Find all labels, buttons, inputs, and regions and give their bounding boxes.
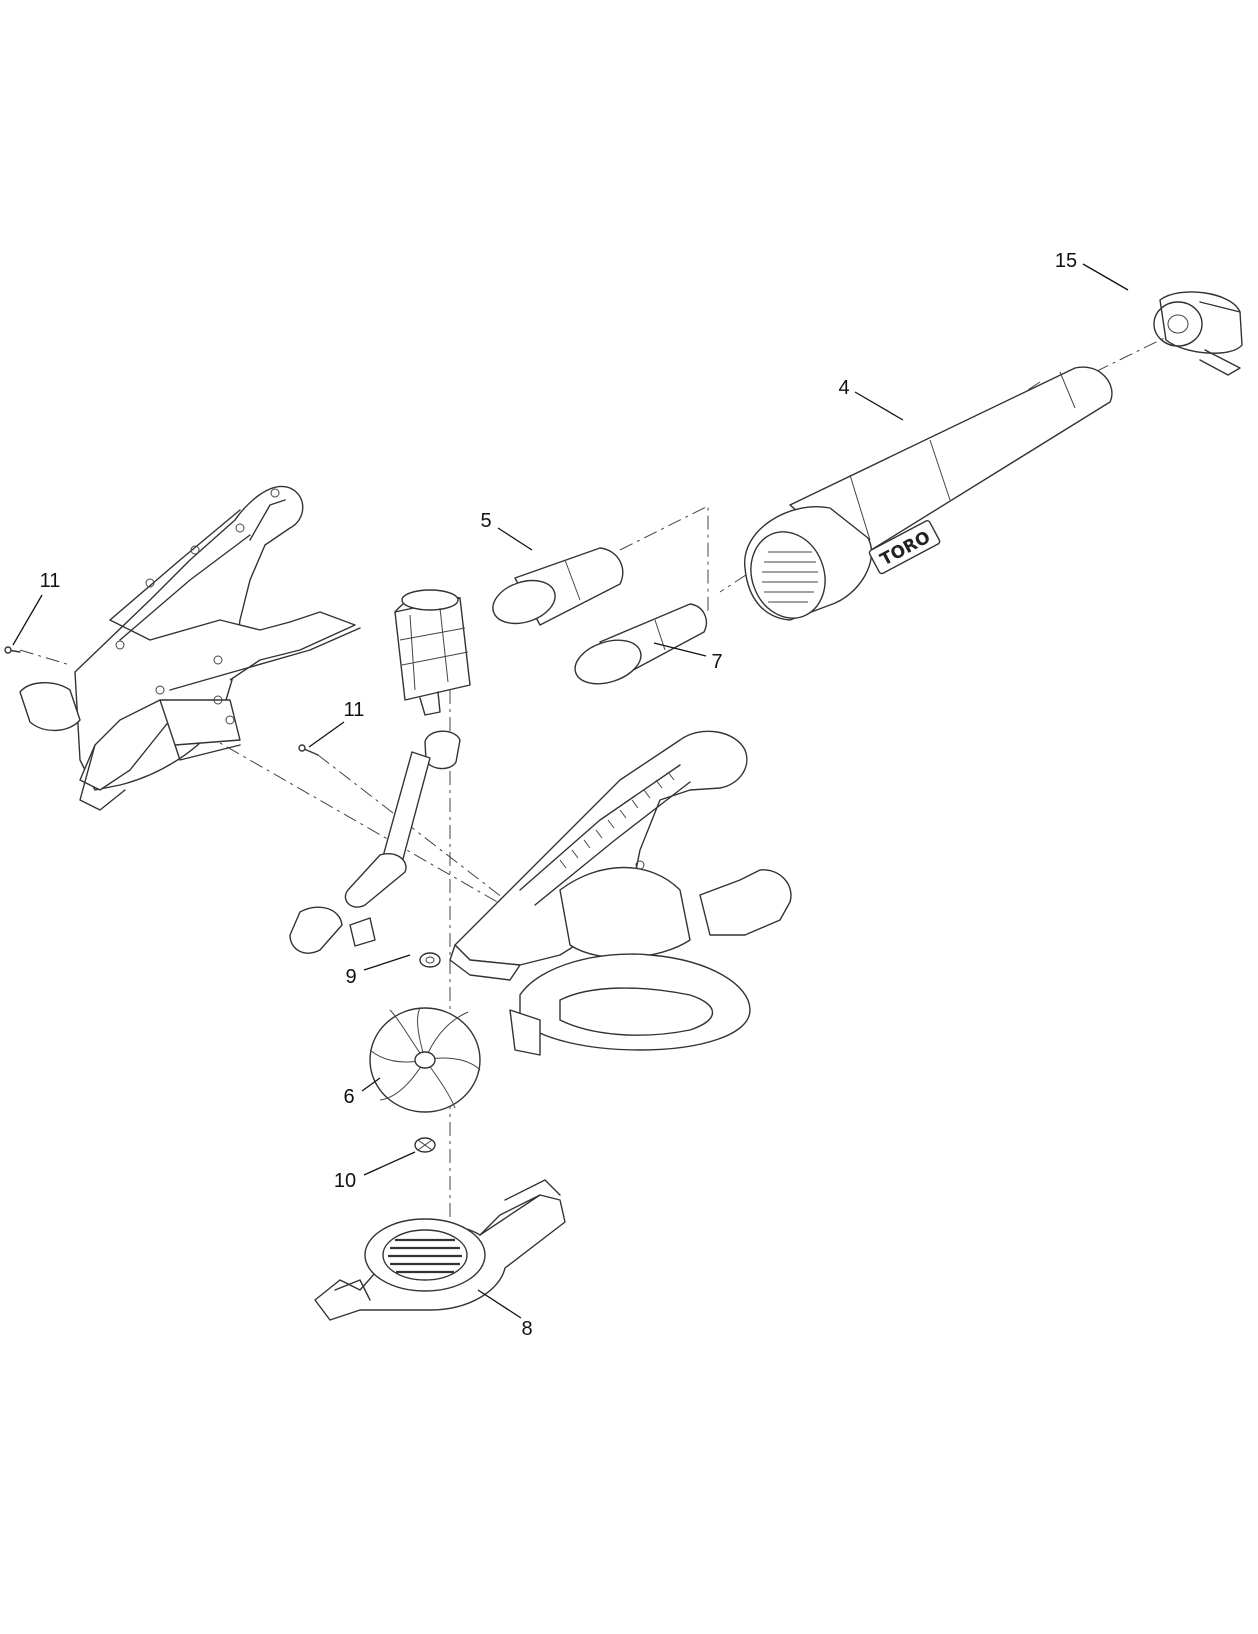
- callout-5: 5: [480, 510, 491, 532]
- part-4-blower-tube: TORO: [744, 366, 1113, 621]
- housing-left-half: [19, 485, 361, 811]
- housing-screw-bosses: [115, 488, 280, 725]
- callout-15: 15: [1055, 250, 1077, 272]
- part-11-screw-a: [4, 646, 21, 654]
- part-5-nozzle: [492, 547, 624, 626]
- part-6-fan-impeller: [369, 1007, 481, 1113]
- callout-6: 6: [343, 1086, 354, 1108]
- switch-and-cord: [289, 730, 461, 954]
- callout-leaders: [12, 263, 1129, 1319]
- tube-grille: [762, 551, 818, 603]
- part-7-concentrator-nozzle: [574, 603, 708, 685]
- callout-9: 9: [345, 966, 356, 988]
- part-8-intake-cover: [314, 1179, 566, 1321]
- motor-assembly: [394, 589, 471, 716]
- part-15-clip: [1153, 291, 1243, 376]
- part-10-nut: [414, 1137, 436, 1153]
- callout-11-left: 11: [40, 570, 61, 592]
- callout-7: 7: [711, 651, 722, 673]
- housing-right-half: [449, 730, 792, 1056]
- callout-10: 10: [334, 1170, 356, 1192]
- part-11-screw-b: [298, 744, 319, 756]
- callout-11-center: 11: [344, 699, 365, 721]
- callout-4: 4: [838, 377, 849, 399]
- callout-8: 8: [521, 1318, 532, 1340]
- housing-vent-slots: [559, 771, 675, 869]
- part-9-bushing: [419, 952, 441, 968]
- callout-labels: 15 4 5 7 11 11 9 6 10 8: [40, 250, 1078, 1340]
- intake-grille: [388, 1238, 462, 1274]
